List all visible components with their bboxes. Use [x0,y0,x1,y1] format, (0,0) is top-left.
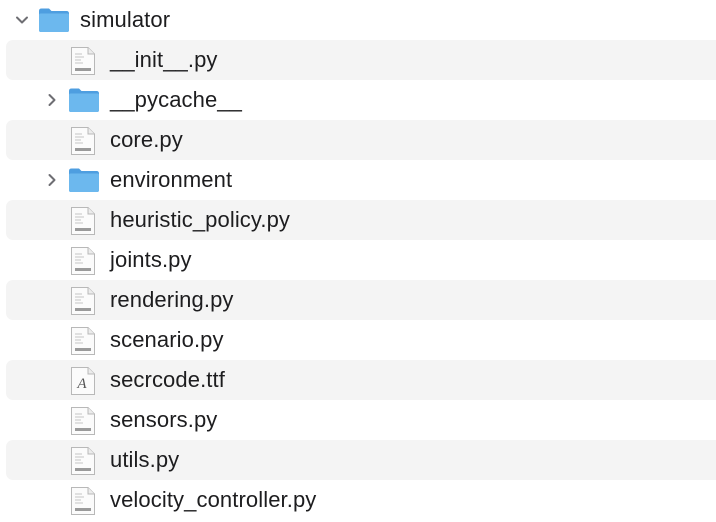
tree-row-label: core.py [110,127,183,152]
tree-row-secrcode-ttf[interactable]: A secrcode.ttf [6,360,716,400]
tree-row-core-py[interactable]: core.py [6,120,716,160]
tree-row-environment[interactable]: environment [6,160,716,200]
tree-row-label: velocity_controller.py [110,487,317,512]
tree-row-scenario-py[interactable]: scenario.py [6,320,716,360]
tree-row-label: utils.py [110,447,180,472]
svg-text:A: A [76,376,87,392]
tree-row-heuristic-policy-py[interactable]: heuristic_policy.py [6,200,716,240]
tree-row-rendering-py[interactable]: rendering.py [6,280,716,320]
tree-row-label: heuristic_policy.py [110,207,291,232]
tree-row-label: __pycache__ [110,87,242,112]
font-file-icon: A [70,366,96,401]
tree-row-simulator[interactable]: simulator [6,0,716,40]
python-file-icon [70,406,96,441]
python-file-icon [70,46,96,81]
python-file-icon [70,486,96,521]
tree-row-joints-py[interactable]: joints.py [6,240,716,280]
python-file-icon [70,326,96,361]
tree-row-pycache[interactable]: __pycache__ [6,80,716,120]
tree-row-label: joints.py [110,247,192,272]
tree-row-label: environment [110,167,233,192]
tree-row-init-py[interactable]: __init__.py [6,40,716,80]
chevron-right-icon[interactable] [44,172,60,188]
tree-row-label: sensors.py [110,407,218,432]
python-file-icon [70,206,96,241]
folder-icon [68,167,100,198]
tree-row-velocity-controller-py[interactable]: velocity_controller.py [6,480,716,520]
python-file-icon [70,286,96,321]
tree-row-label: scenario.py [110,327,224,352]
folder-icon [68,87,100,118]
tree-row-label: secrcode.ttf [110,367,225,392]
tree-row-utils-py[interactable]: utils.py [6,440,716,480]
tree-row-label: rendering.py [110,287,234,312]
python-file-icon [70,126,96,161]
python-file-icon [70,246,96,281]
tree-row-sensors-py[interactable]: sensors.py [6,400,716,440]
chevron-down-icon[interactable] [14,12,30,28]
python-file-icon [70,446,96,481]
tree-row-label: simulator [80,7,171,32]
tree-row-label: __init__.py [110,47,218,72]
folder-icon [38,7,70,38]
chevron-right-icon[interactable] [44,92,60,108]
